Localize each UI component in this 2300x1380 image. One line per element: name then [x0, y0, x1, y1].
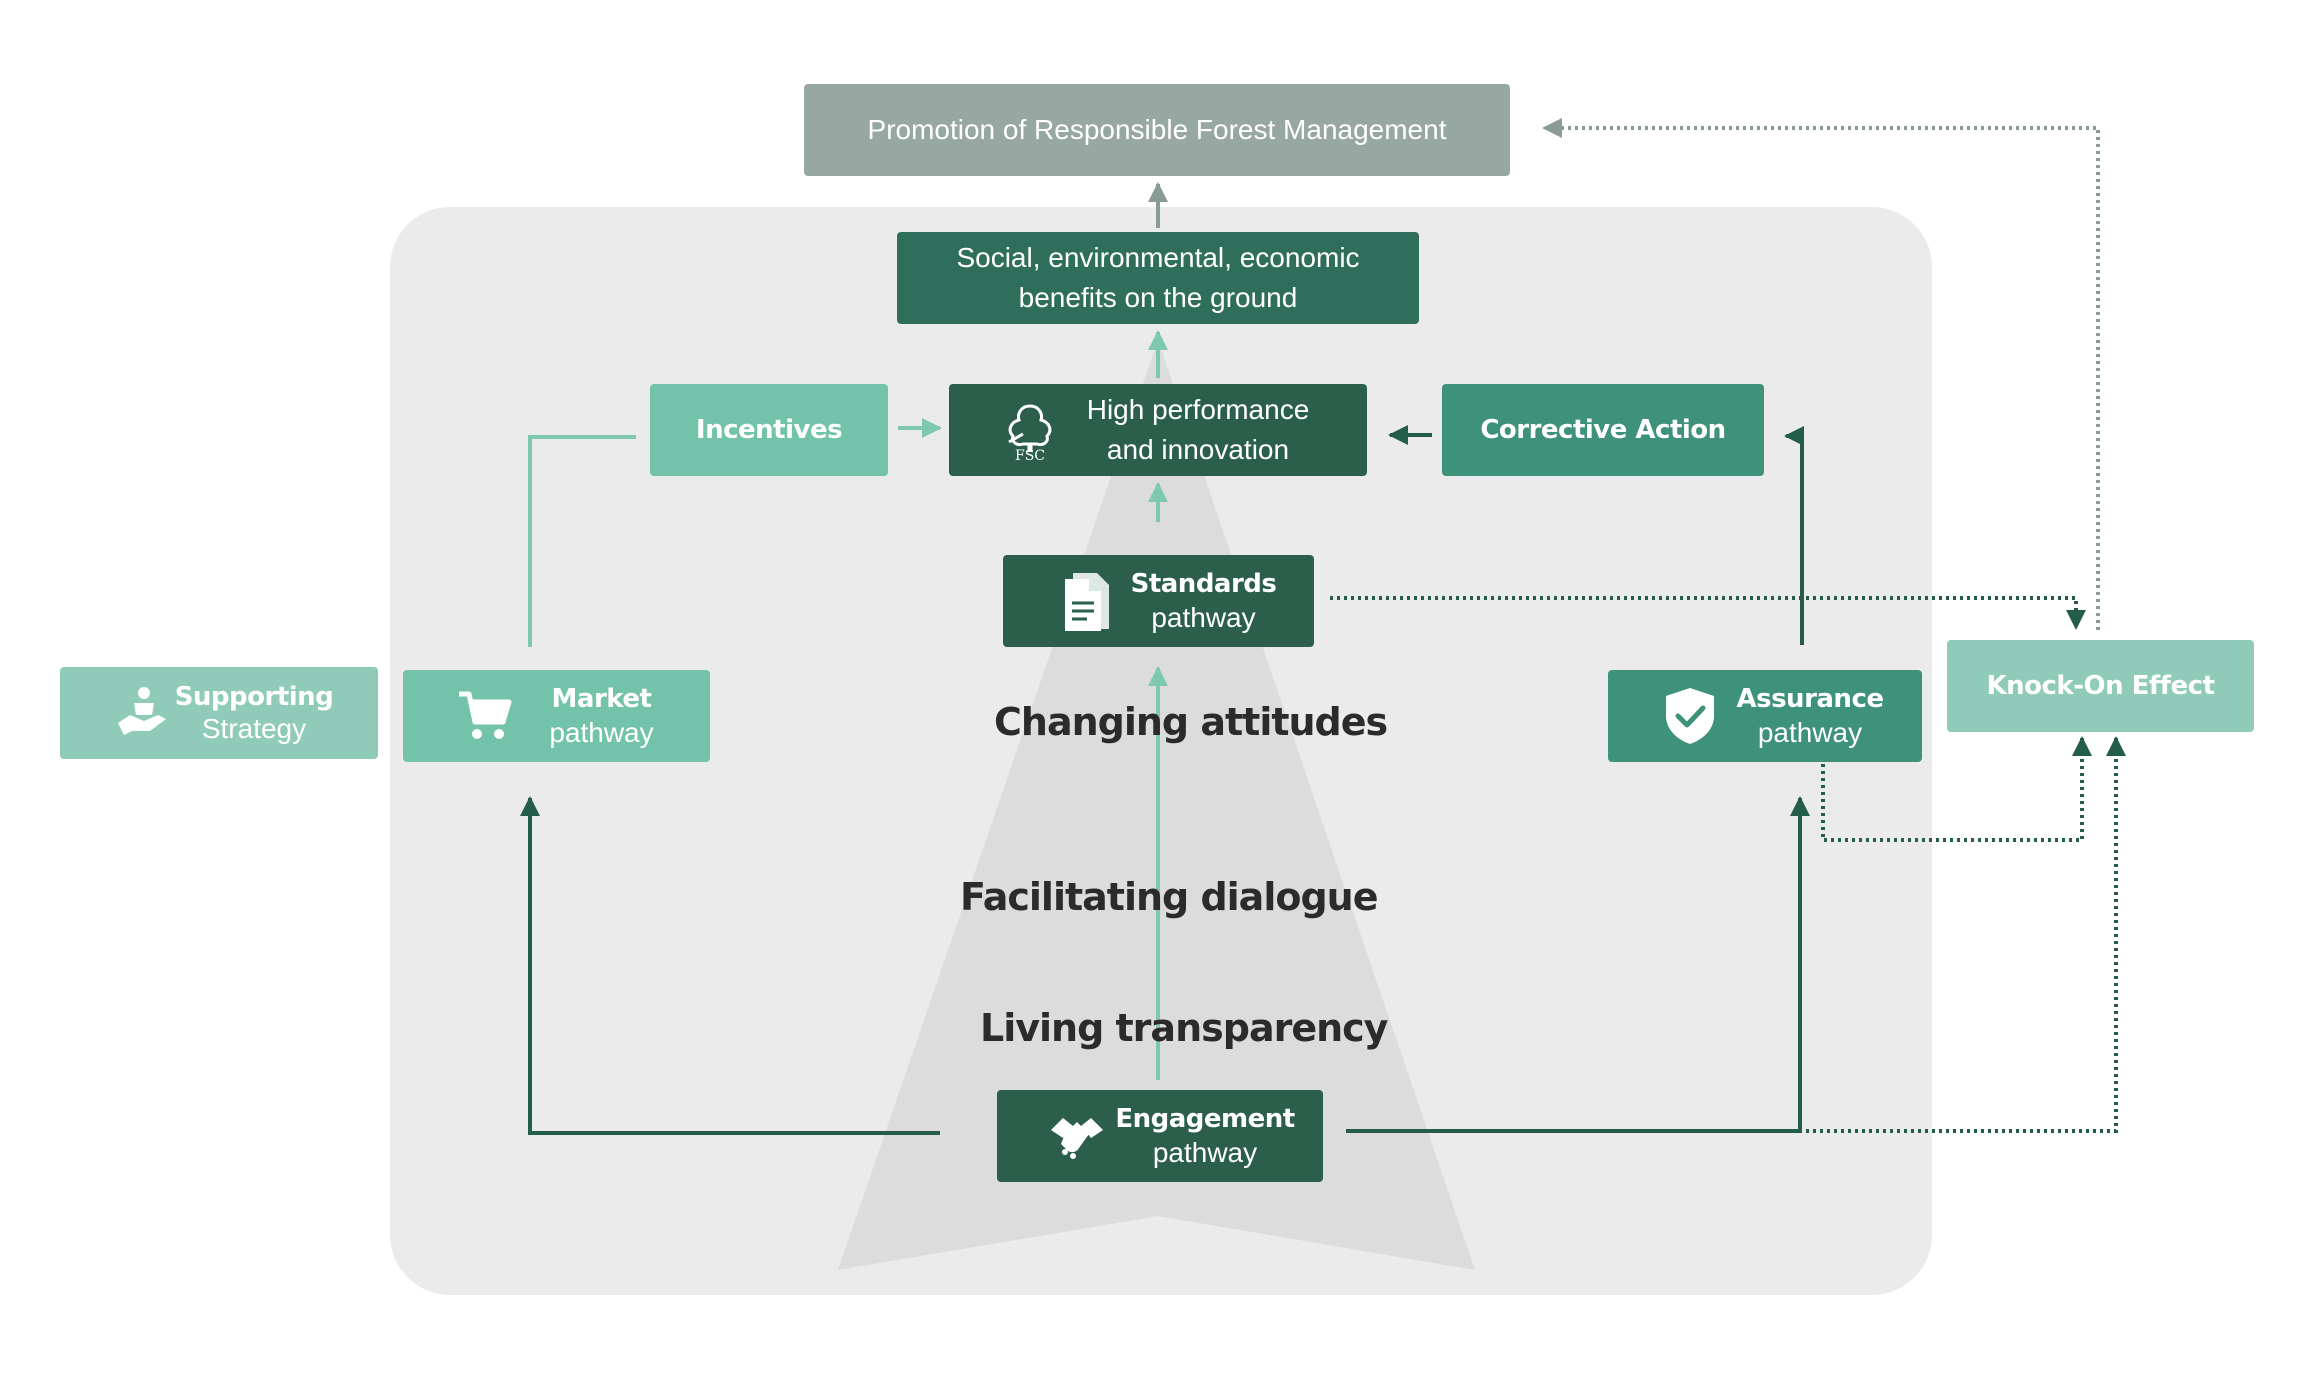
shield-check-icon [1662, 686, 1718, 746]
arrow-engagement-to-assurance [1346, 796, 1810, 1133]
incentives-label: Incentives [695, 415, 843, 445]
hand-support-icon [114, 685, 170, 741]
knock-on-effect-box: Knock-On Effect [1947, 640, 2254, 732]
arrow-engagement-to-market [520, 796, 940, 1135]
incentives-box: Incentives [650, 384, 888, 476]
high-performance-line2: and innovation [1106, 434, 1290, 465]
standards-box: Standards pathway [1003, 555, 1314, 647]
high-performance-line1: High performance [1086, 394, 1310, 425]
connector-market-to-incentives [528, 435, 636, 647]
market-subtitle: pathway [549, 717, 654, 748]
dotted-assurance-to-knockon [1821, 736, 2092, 842]
dotted-engagement-to-knockon [1806, 736, 2126, 1133]
cart-icon [457, 688, 513, 744]
engagement-subtitle: pathway [1152, 1137, 1258, 1168]
assurance-pathway-box: Assurance pathway [1608, 670, 1922, 762]
corrective-action-box: Corrective Action [1442, 384, 1764, 476]
dotted-standards-to-knockon [1330, 596, 2086, 630]
supporting-subtitle: Strategy [201, 713, 307, 744]
assurance-title: Assurance [1736, 684, 1884, 714]
level-living-transparency: Living transparency [980, 1006, 1388, 1050]
assurance-subtitle: pathway [1757, 717, 1863, 748]
benefits-box: Social, environmental, economic benefits… [897, 232, 1419, 324]
promotion-box: Promotion of Responsible Forest Manageme… [804, 84, 1510, 176]
market-pathway-box: Market pathway [403, 670, 710, 762]
handshake-icon [1049, 1108, 1105, 1164]
engagement-pathway-box: Engagement pathway [997, 1090, 1323, 1182]
fsc-logo-text: FSC [1015, 448, 1045, 462]
benefits-line1: Social, environmental, economic [956, 242, 1360, 273]
benefits-line2: benefits on the ground [1018, 282, 1298, 313]
corrective-action-label: Corrective Action [1480, 415, 1726, 445]
arrow-assurance-to-corrective [1784, 426, 1804, 645]
document-icon [1059, 569, 1113, 633]
knock-on-label: Knock-On Effect [1986, 671, 2215, 701]
promotion-label: Promotion of Responsible Forest Manageme… [867, 114, 1447, 145]
level-changing-attitudes: Changing attitudes [994, 700, 1388, 744]
market-title: Market [551, 684, 652, 714]
engagement-title: Engagement [1115, 1104, 1295, 1134]
standards-subtitle: pathway [1151, 602, 1256, 633]
supporting-title: Supporting [174, 682, 334, 712]
standards-title: Standards [1130, 569, 1277, 599]
high-performance-box: FSC High performance and innovation [949, 384, 1367, 476]
fsc-tree-logo-icon: FSC [999, 400, 1061, 462]
level-facilitating-dialogue: Facilitating dialogue [960, 875, 1378, 919]
supporting-strategy-box: Supporting Strategy [60, 667, 378, 759]
